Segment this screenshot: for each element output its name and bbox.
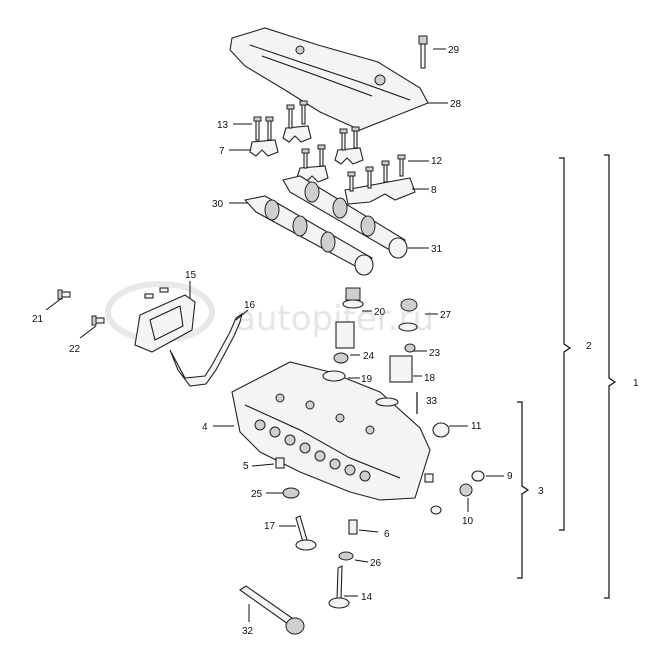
callout-5: 5 (243, 461, 249, 472)
callout-labels: 1 2 3 4 5 6 7 8 9 10 11 12 13 14 15 16 1… (32, 45, 639, 637)
callout-21: 21 (32, 314, 44, 325)
callout-8: 8 (431, 185, 437, 196)
callout-10: 10 (462, 516, 474, 527)
callout-19: 19 (361, 374, 373, 385)
part-valve-components (275, 287, 485, 561)
part-valve-cover (229, 27, 429, 131)
callout-11: 11 (471, 421, 482, 432)
part-camshaft-30 (243, 195, 374, 276)
callout-4: 4 (202, 422, 208, 433)
part-camshaft-31 (282, 175, 408, 259)
callout-23: 23 (429, 348, 441, 359)
callout-26: 26 (370, 558, 382, 569)
callout-24: 24 (363, 351, 375, 362)
callout-32: 32 (242, 626, 254, 637)
grouping-brackets (416, 154, 617, 599)
callout-33: 33 (426, 396, 438, 407)
part-cylinder-head (231, 361, 431, 501)
part-valves (295, 515, 350, 609)
part-bracket (169, 312, 243, 387)
part-gasket (134, 294, 196, 353)
part-cover-bolt (418, 35, 428, 69)
callout-7: 7 (219, 146, 225, 157)
callout-15: 15 (185, 270, 197, 281)
callout-25: 25 (251, 489, 263, 500)
part-spark-plug-tube (239, 585, 305, 635)
callout-16: 16 (244, 300, 256, 311)
callout-14: 14 (361, 592, 373, 603)
callout-31: 31 (431, 244, 443, 255)
callout-9: 9 (507, 471, 513, 482)
callout-20: 20 (374, 307, 386, 318)
callout-3: 3 (538, 486, 544, 497)
callout-30: 30 (212, 199, 224, 210)
callout-13: 13 (217, 120, 229, 131)
callout-18: 18 (424, 373, 436, 384)
callout-6: 6 (384, 529, 390, 540)
callout-17: 17 (264, 521, 276, 532)
callout-1: 1 (633, 378, 639, 389)
callout-28: 28 (450, 99, 462, 110)
callout-2: 2 (586, 341, 592, 352)
callout-22: 22 (69, 344, 81, 355)
leader-lines (45, 48, 504, 622)
callout-12: 12 (431, 156, 443, 167)
callout-27: 27 (440, 310, 452, 321)
part-bolts-left (57, 287, 169, 326)
part-bearing-caps (249, 100, 416, 205)
callout-29: 29 (448, 45, 460, 56)
